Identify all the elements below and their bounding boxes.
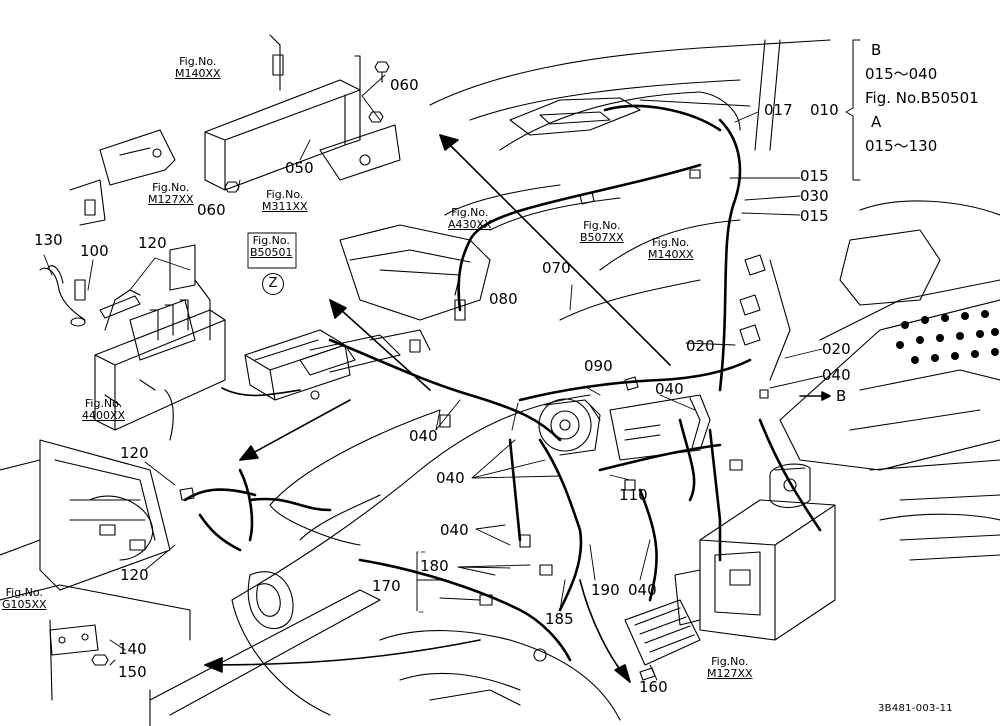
fig-ref-a430xx: Fig.No. A430XX: [448, 206, 492, 231]
callout-060-a: 060: [390, 76, 419, 94]
callout-140: 140: [118, 640, 147, 658]
callout-180: 180: [420, 557, 449, 575]
callout-190: 190: [591, 581, 620, 599]
alternator: [538, 398, 601, 456]
callout-040-b: 040: [655, 380, 684, 398]
document-code: 3B481-003-11: [878, 703, 953, 714]
fig-ref-b507xx: Fig.No. B507XX: [580, 219, 624, 244]
fuel-sender: [769, 463, 811, 509]
group-170-bracket: [416, 551, 426, 613]
callout-160: 160: [639, 678, 668, 696]
group-brace: [845, 39, 861, 181]
relay-box: [674, 499, 836, 641]
callout-015-a: 015: [800, 167, 829, 185]
callout-100: 100: [80, 242, 109, 260]
callout-060-b: 060: [197, 201, 226, 219]
group-fig-ref: Fig. No.B50501: [865, 89, 979, 107]
callout-185: 185: [545, 610, 574, 628]
operator-deck-outline: [754, 39, 1000, 561]
callout-020-a: 020: [686, 337, 715, 355]
callout-017: 017: [764, 101, 793, 119]
group-range-a: 015～130: [865, 137, 938, 155]
bolt-060: [224, 61, 390, 193]
callout-040-c: 040: [409, 427, 438, 445]
view-marker-b: B: [836, 387, 847, 405]
callout-010: 010: [810, 101, 839, 119]
callout-040-f: 040: [628, 581, 657, 599]
starter-motor: [609, 394, 711, 461]
ecu-unit: [244, 329, 431, 401]
callout-120-a: 120: [138, 234, 167, 252]
callout-130: 130: [34, 231, 63, 249]
fig-ref-m311xx: Fig.No. M311XX: [262, 188, 308, 213]
callout-040-a: 040: [822, 366, 851, 384]
ecu-bracket-assembly: [39, 244, 226, 441]
callout-110: 110: [619, 486, 648, 504]
group-range-b: 015～040: [865, 65, 938, 83]
bracket-140: [0, 584, 191, 701]
bracket-050: [204, 34, 401, 191]
callout-150: 150: [118, 663, 147, 681]
callout-070: 070: [542, 259, 571, 277]
view-marker-z: Z: [262, 273, 284, 295]
fig-ref-m127xx-top: Fig.No. M127XX: [148, 181, 194, 206]
group-note: B 015～040 Fig. No.B50501 A 015～130: [865, 38, 979, 158]
callout-090: 090: [584, 357, 613, 375]
lower-engine-outline: [379, 630, 621, 721]
callout-120-b: 120: [120, 444, 149, 462]
callout-040-e: 040: [440, 521, 469, 539]
fig-ref-m127xx-bottom: Fig.No. M127XX: [707, 655, 753, 680]
bracket-m127: [69, 129, 176, 226]
figure-ref-boxes: [247, 232, 297, 269]
fig-ref-m140xx-right: Fig.No. M140XX: [648, 236, 694, 261]
callout-030: 030: [800, 187, 829, 205]
assembly-arrows: [204, 134, 831, 683]
step-plate-160: [624, 599, 701, 681]
group-marker-a: A: [871, 113, 882, 131]
fig-ref-4400xx: Fig.No. 4400XX: [82, 397, 126, 422]
fig-ref-m140xx-top: Fig.No. M140XX: [175, 55, 221, 80]
group-marker-b: B: [871, 41, 882, 59]
callout-120-c: 120: [120, 566, 149, 584]
main-wire-harness: [183, 104, 822, 662]
callout-040-d: 040: [436, 469, 465, 487]
front-grille-assembly: [0, 439, 171, 591]
callout-020-b: 020: [822, 340, 851, 358]
fig-ref-b50501: Fig.No. B50501: [250, 234, 293, 259]
callout-170: 170: [372, 577, 401, 595]
deck-holes: [896, 310, 999, 364]
callout-050: 050: [285, 159, 314, 177]
harness-connectors: [129, 169, 769, 606]
leader-lines: [43, 74, 824, 681]
callout-080: 080: [489, 290, 518, 308]
tractor-body-outline: [149, 39, 831, 726]
callout-015-b: 015: [800, 207, 829, 225]
fig-ref-g105xx: Fig.No. G105XX: [2, 586, 47, 611]
